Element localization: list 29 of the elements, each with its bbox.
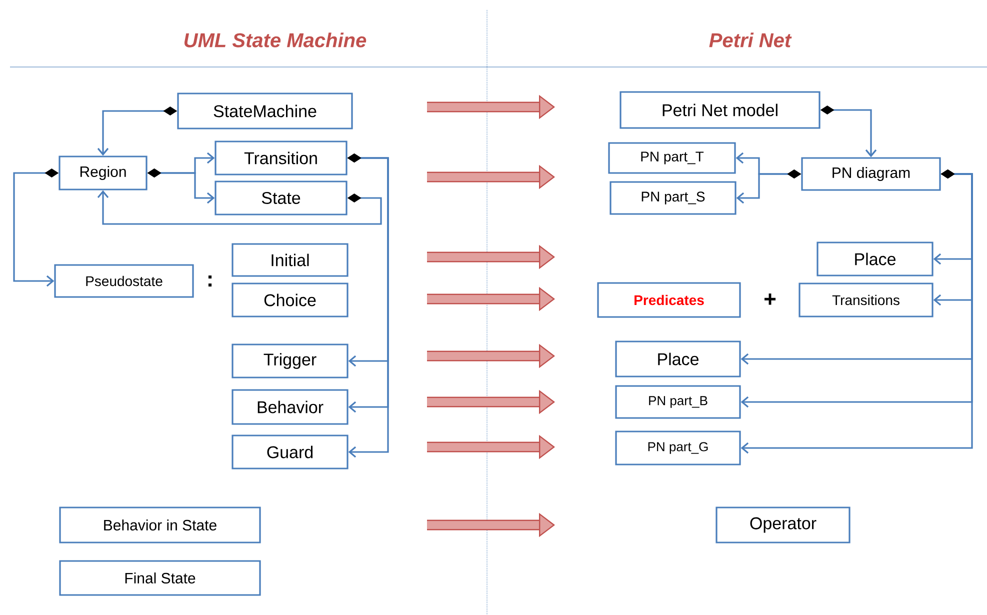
operator-symbol: :: [208, 275, 212, 287]
class-box: PN diagram: [801, 157, 941, 191]
class-box: StateMachine: [177, 92, 353, 130]
class-box: Guard: [232, 434, 348, 470]
class-box: Place: [816, 242, 934, 276]
section-heading: UML State Machine: [184, 32, 366, 48]
class-box: PN part_S: [610, 181, 736, 215]
operator-symbol: +: [764, 294, 776, 305]
class-box: Transitions: [798, 282, 934, 318]
composition-arrow: [97, 190, 382, 225]
class-box: Choice: [232, 282, 348, 318]
class-box: Petri Net model: [620, 91, 820, 129]
class-box: Trigger: [232, 344, 348, 378]
class-box: PN part_G: [615, 430, 741, 466]
composition-arrow: [740, 170, 973, 454]
class-box: PN part_B: [615, 385, 741, 419]
class-box: Transition: [214, 140, 348, 176]
class-box: Final State: [59, 560, 261, 596]
class-box: Place: [615, 340, 741, 378]
section-heading: Petri Net: [709, 32, 792, 48]
class-box: Initial: [232, 243, 348, 277]
class-box: Predicates: [597, 282, 741, 318]
class-box: Behavior: [232, 389, 348, 425]
class-box: PN part_T: [608, 142, 736, 174]
class-box: State: [214, 180, 348, 216]
class-box: Pseudostate: [54, 264, 194, 298]
class-box: Region: [58, 156, 148, 190]
class-box: Operator: [716, 506, 850, 544]
class-box: Behavior in State: [59, 506, 261, 544]
